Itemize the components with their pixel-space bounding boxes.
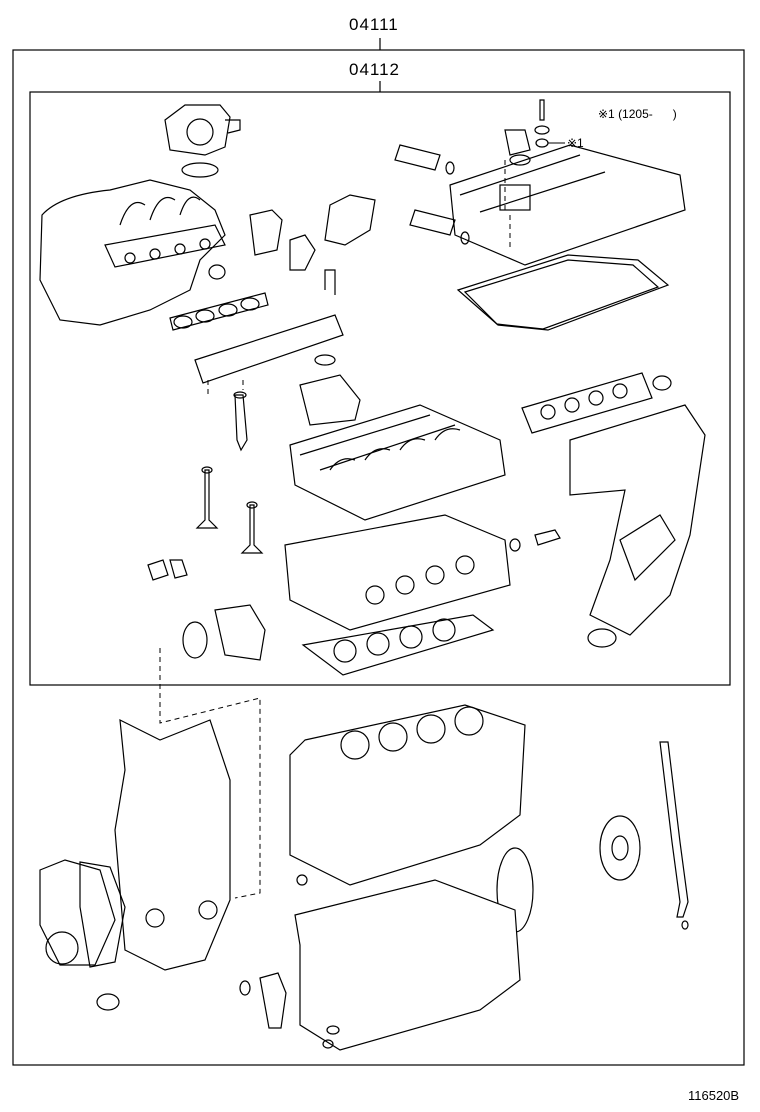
oil-pump [239, 972, 287, 1029]
temperature-sensor [509, 529, 561, 552]
inner-kit-frame [29, 91, 731, 686]
intake-valve [195, 466, 219, 529]
fuel-rail [194, 269, 344, 384]
note-ref: ※1 [567, 136, 584, 150]
cam-bracket [299, 374, 361, 426]
cylinder-block [289, 704, 526, 886]
figure-id: 116520B [688, 1088, 740, 1103]
drain-plug [322, 1025, 340, 1049]
exhaust-valve [240, 501, 264, 554]
cylinder-head [284, 514, 511, 631]
exhaust-manifold [569, 404, 706, 648]
ignition-coil [394, 144, 470, 245]
note-range: ※1 (1205- ) [598, 107, 677, 121]
cylinder-head-cover [449, 144, 686, 266]
outer-kit-frame [12, 49, 745, 1066]
timing-chain-cover [114, 718, 231, 971]
o-ring [208, 264, 226, 280]
drive-plate [599, 815, 641, 881]
outer-kit-label: 04111 [349, 15, 399, 34]
oil-pan [294, 879, 521, 1051]
camshaft-housing [289, 404, 506, 521]
intake-manifold [39, 179, 226, 326]
water-pump-gasket [79, 861, 126, 968]
cylinder-head-gasket [301, 614, 495, 676]
exhaust-manifold-gasket [521, 372, 672, 434]
throttle-body [164, 104, 241, 178]
inner-kit-label: 04112 [349, 60, 401, 79]
bracket [249, 194, 376, 271]
crankshaft-front-seal [96, 993, 120, 1011]
intake-manifold-gasket [169, 292, 269, 331]
small-parts [147, 559, 188, 581]
oil-level-gauge [659, 741, 689, 930]
plug [296, 874, 308, 886]
head-cover-gasket [456, 254, 670, 331]
timing-guide [159, 648, 261, 899]
water-outlet [182, 604, 266, 661]
oil-filler-cap [504, 99, 550, 166]
assembly-guides [207, 160, 511, 395]
fuel-injector [233, 391, 248, 452]
water-pump [39, 859, 116, 966]
